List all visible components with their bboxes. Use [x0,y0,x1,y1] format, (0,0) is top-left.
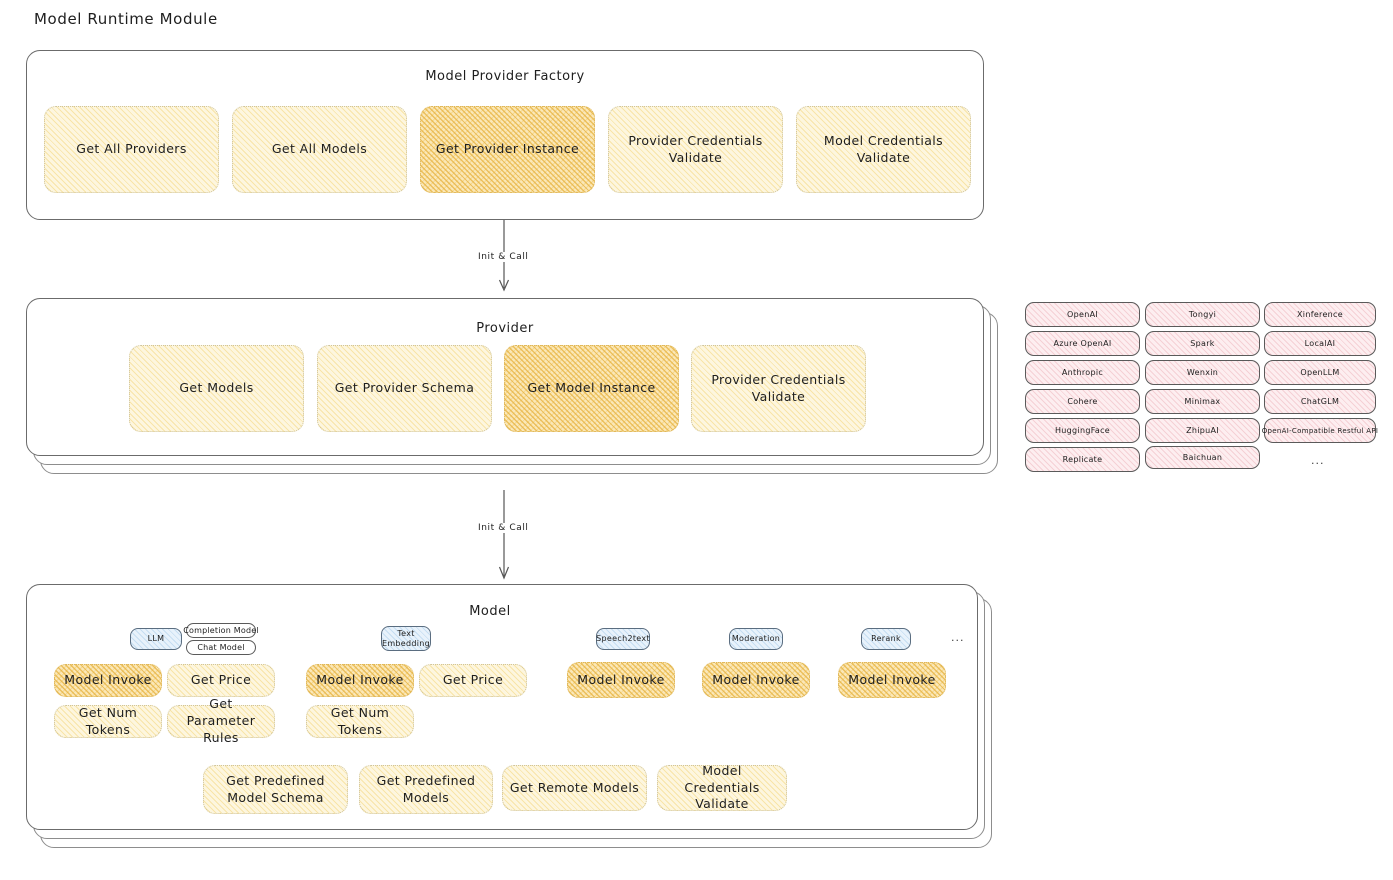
provider-chip-openllm[interactable]: OpenLLM [1264,360,1376,385]
page-title: Model Runtime Module [34,10,218,28]
provider-chip-tongyi[interactable]: Tongyi [1145,302,1260,327]
model-type-tag-speech2text[interactable]: Speech2text [596,628,650,650]
provider-chip-minimax[interactable]: Minimax [1145,389,1260,414]
provider-list-more-ellipsis: ... [1311,454,1325,467]
provider-title: Provider [476,321,534,336]
arrow-label-init-call-2: Init & Call [474,523,533,533]
model-title: Model [469,604,511,619]
model-subtag-chat-model[interactable]: Chat Model [186,640,256,655]
provider-chip-openai-compatible-restful-api[interactable]: OpenAI-Compatible Restful API [1262,418,1378,443]
model-type-tag-text-embedding[interactable]: Text Embedding [381,626,431,651]
model-common-box-get-predefined-model-schema[interactable]: Get Predefined Model Schema [203,765,348,814]
factory-box-get-all-models[interactable]: Get All Models [232,106,407,193]
provider-box-get-model-instance[interactable]: Get Model Instance [504,345,679,432]
arrow-provider-to-model [498,490,510,580]
provider-chip-anthropic[interactable]: Anthropic [1025,360,1140,385]
provider-chip-baichuan[interactable]: Baichuan [1145,446,1260,469]
llm-box-get-price[interactable]: Get Price [167,664,275,697]
llm-box-get-parameter-rules[interactable]: Get Parameter Rules [167,696,275,745]
provider-chip-wenxin[interactable]: Wenxin [1145,360,1260,385]
provider-chip-chatglm[interactable]: ChatGLM [1264,389,1376,414]
provider-box-get-models[interactable]: Get Models [129,345,304,432]
factory-box-get-provider-instance[interactable]: Get Provider Instance [420,106,595,193]
arrow-label-init-call-1: Init & Call [474,252,533,262]
provider-chip-spark[interactable]: Spark [1145,331,1260,356]
provider-box-get-provider-schema[interactable]: Get Provider Schema [317,345,492,432]
provider-chip-xinference[interactable]: Xinference [1264,302,1376,327]
provider-chip-azure-openai[interactable]: Azure OpenAI [1025,331,1140,356]
provider-chip-replicate[interactable]: Replicate [1025,447,1140,472]
text-embedding-box-get-num-tokens[interactable]: Get Num Tokens [306,705,414,738]
model-type-tag-llm[interactable]: LLM [130,628,182,650]
model-types-more-ellipsis: ... [951,631,965,644]
model-subtag-completion-model[interactable]: Completion Model [183,623,259,638]
text-embedding-box-model-invoke[interactable]: Model Invoke [306,664,414,697]
moderation-box-model-invoke[interactable]: Model Invoke [702,662,810,698]
provider-chip-openai[interactable]: OpenAI [1025,302,1140,327]
factory-box-model-credentials-validate[interactable]: Model Credentials Validate [796,106,971,193]
model-provider-factory-title: Model Provider Factory [425,69,585,84]
factory-box-provider-credentials-validate[interactable]: Provider Credentials Validate [608,106,783,193]
llm-box-get-num-tokens[interactable]: Get Num Tokens [54,705,162,738]
provider-chip-huggingface[interactable]: HuggingFace [1025,418,1140,443]
llm-box-model-invoke[interactable]: Model Invoke [54,664,162,697]
text-embedding-box-get-price[interactable]: Get Price [419,664,527,697]
provider-chip-cohere[interactable]: Cohere [1025,389,1140,414]
model-common-box-get-predefined-models[interactable]: Get Predefined Models [359,765,493,814]
model-type-tag-moderation[interactable]: Moderation [729,628,783,650]
provider-box-provider-credentials-validate[interactable]: Provider Credentials Validate [691,345,866,432]
factory-box-get-all-providers[interactable]: Get All Providers [44,106,219,193]
model-type-tag-rerank[interactable]: Rerank [861,628,911,650]
rerank-box-model-invoke[interactable]: Model Invoke [838,662,946,698]
provider-chip-zhipuai[interactable]: ZhipuAI [1145,418,1260,443]
speech2text-box-model-invoke[interactable]: Model Invoke [567,662,675,698]
model-common-box-model-credentials-validate[interactable]: Model Credentials Validate [657,763,787,811]
model-common-box-get-remote-models[interactable]: Get Remote Models [502,765,647,811]
provider-chip-localai[interactable]: LocalAI [1264,331,1376,356]
